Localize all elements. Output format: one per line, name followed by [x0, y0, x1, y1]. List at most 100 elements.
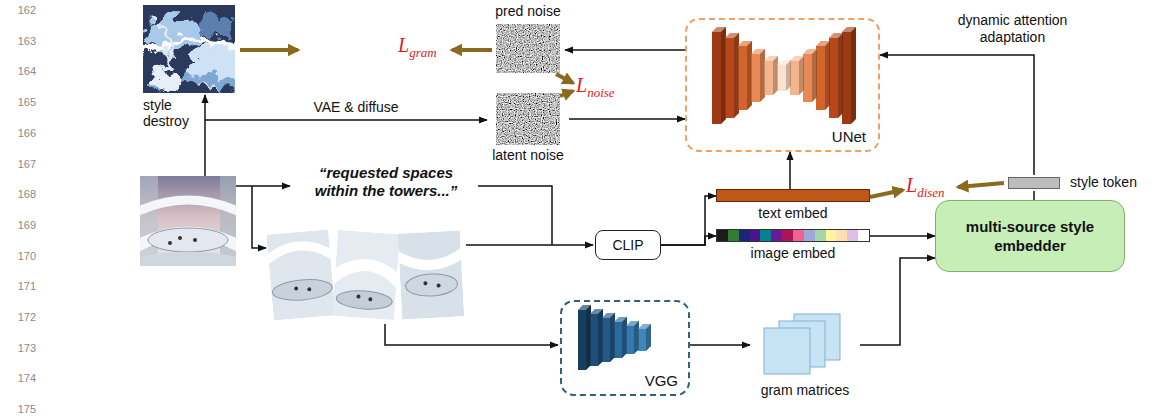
embedding-segment	[750, 230, 761, 241]
illustration-part	[610, 313, 615, 362]
illustration-part	[356, 294, 360, 298]
embedding-bar: text embed	[716, 189, 870, 225]
line-number: 165	[2, 95, 36, 109]
illustration-part	[712, 27, 726, 124]
token-bar	[1008, 177, 1060, 189]
connector	[860, 258, 935, 345]
operation-label: VAE & diffuse	[300, 99, 412, 116]
illustration-part	[870, 190, 903, 197]
illustration-part	[405, 273, 458, 298]
line-number: 170	[2, 249, 36, 263]
illustration-part	[614, 317, 627, 358]
illustration-part	[958, 183, 1004, 187]
illustration-part	[721, 27, 856, 124]
process-box: CLIP	[595, 230, 661, 260]
line-number: 173	[2, 341, 36, 355]
loss-symbol: L	[398, 34, 409, 56]
embedding-segment	[826, 230, 837, 241]
illustration-part	[786, 60, 791, 91]
illustration-part	[236, 185, 290, 187]
destroyed-image	[143, 5, 235, 93]
line-number: 175	[2, 402, 36, 416]
illustration-part	[560, 91, 573, 96]
illustration-part	[622, 317, 627, 358]
illustration-part	[436, 284, 440, 288]
gram-squares	[764, 314, 840, 374]
wires	[205, 95, 593, 345]
illustration-part	[423, 281, 427, 285]
embedding-segment	[717, 230, 728, 241]
illustration-part	[195, 10, 225, 30]
illustration-part	[578, 305, 591, 370]
line-number: 162	[2, 3, 36, 17]
node-label: gram matrices	[750, 382, 860, 399]
loss-subscript: gram	[409, 45, 436, 60]
node-label: image embed	[716, 245, 870, 262]
illustration-part	[764, 328, 810, 374]
illustration-part	[790, 56, 804, 95]
embedding-segment	[771, 230, 782, 241]
connector	[565, 49, 685, 51]
node-label: pred noise	[491, 3, 565, 20]
source-image	[140, 176, 236, 266]
line-number: 163	[2, 34, 36, 48]
illustration-part	[825, 41, 830, 110]
embedding-segment	[782, 230, 793, 241]
illustration-part	[143, 34, 235, 50]
embedding-bar-fill	[716, 189, 870, 202]
illustration-part	[829, 33, 843, 118]
connector	[870, 235, 935, 237]
edge-label: dynamic attention adaptation	[945, 12, 1080, 46]
crop-image	[398, 230, 464, 319]
illustration-part	[751, 49, 765, 102]
illustration-part	[452, 48, 492, 52]
loss-term: Ldisen	[906, 174, 945, 201]
node-label: CLIP	[612, 237, 643, 253]
illustration-part	[646, 324, 651, 351]
illustration-part	[725, 33, 739, 118]
connector	[661, 196, 716, 245]
embedding-segment	[836, 230, 847, 241]
illustration-part	[851, 27, 856, 124]
connector	[1033, 191, 1035, 200]
loss-symbol: L	[906, 174, 917, 196]
embedding-segment	[760, 230, 771, 241]
node-label: UNet	[832, 128, 866, 146]
node-label: style token	[1070, 174, 1137, 191]
loss-symbol: L	[576, 74, 587, 96]
illustration-part	[812, 49, 817, 102]
illustration-part	[556, 74, 573, 83]
illustration-part	[240, 48, 298, 52]
illustration-part	[598, 309, 603, 366]
connector	[661, 236, 716, 245]
loss-term: Lgram	[398, 34, 437, 61]
node-label: multi-source style embedder	[946, 217, 1114, 255]
illustration-part	[764, 56, 778, 95]
illustration-part	[773, 56, 778, 95]
illustration-part	[145, 65, 175, 85]
line-number: 164	[2, 64, 36, 78]
vgg-box: VGG	[560, 300, 690, 396]
illustration-part	[799, 56, 804, 95]
illustration-part	[586, 305, 591, 370]
illustration-part	[398, 230, 464, 319]
illustration-part	[294, 286, 298, 290]
text-prompt: “requested spaces within the towers...”	[296, 164, 476, 200]
noise-image	[496, 24, 560, 73]
token-node: style token	[1008, 175, 1153, 191]
line-number: 172	[2, 310, 36, 324]
illustration-part	[140, 176, 158, 266]
illustration-part	[336, 289, 393, 311]
gram-node: gram matrices	[750, 312, 860, 406]
illustration-part	[760, 49, 765, 102]
unet-icon	[712, 27, 856, 124]
illustration-part	[143, 10, 235, 86]
loss-term: Lnoise	[576, 74, 615, 101]
illustration-part	[478, 186, 552, 245]
illustration-part	[738, 41, 752, 110]
illustration-part	[626, 321, 639, 354]
vgg-icon	[578, 305, 651, 370]
illustration-part	[368, 297, 372, 301]
noise-node: pred noise	[491, 3, 565, 75]
